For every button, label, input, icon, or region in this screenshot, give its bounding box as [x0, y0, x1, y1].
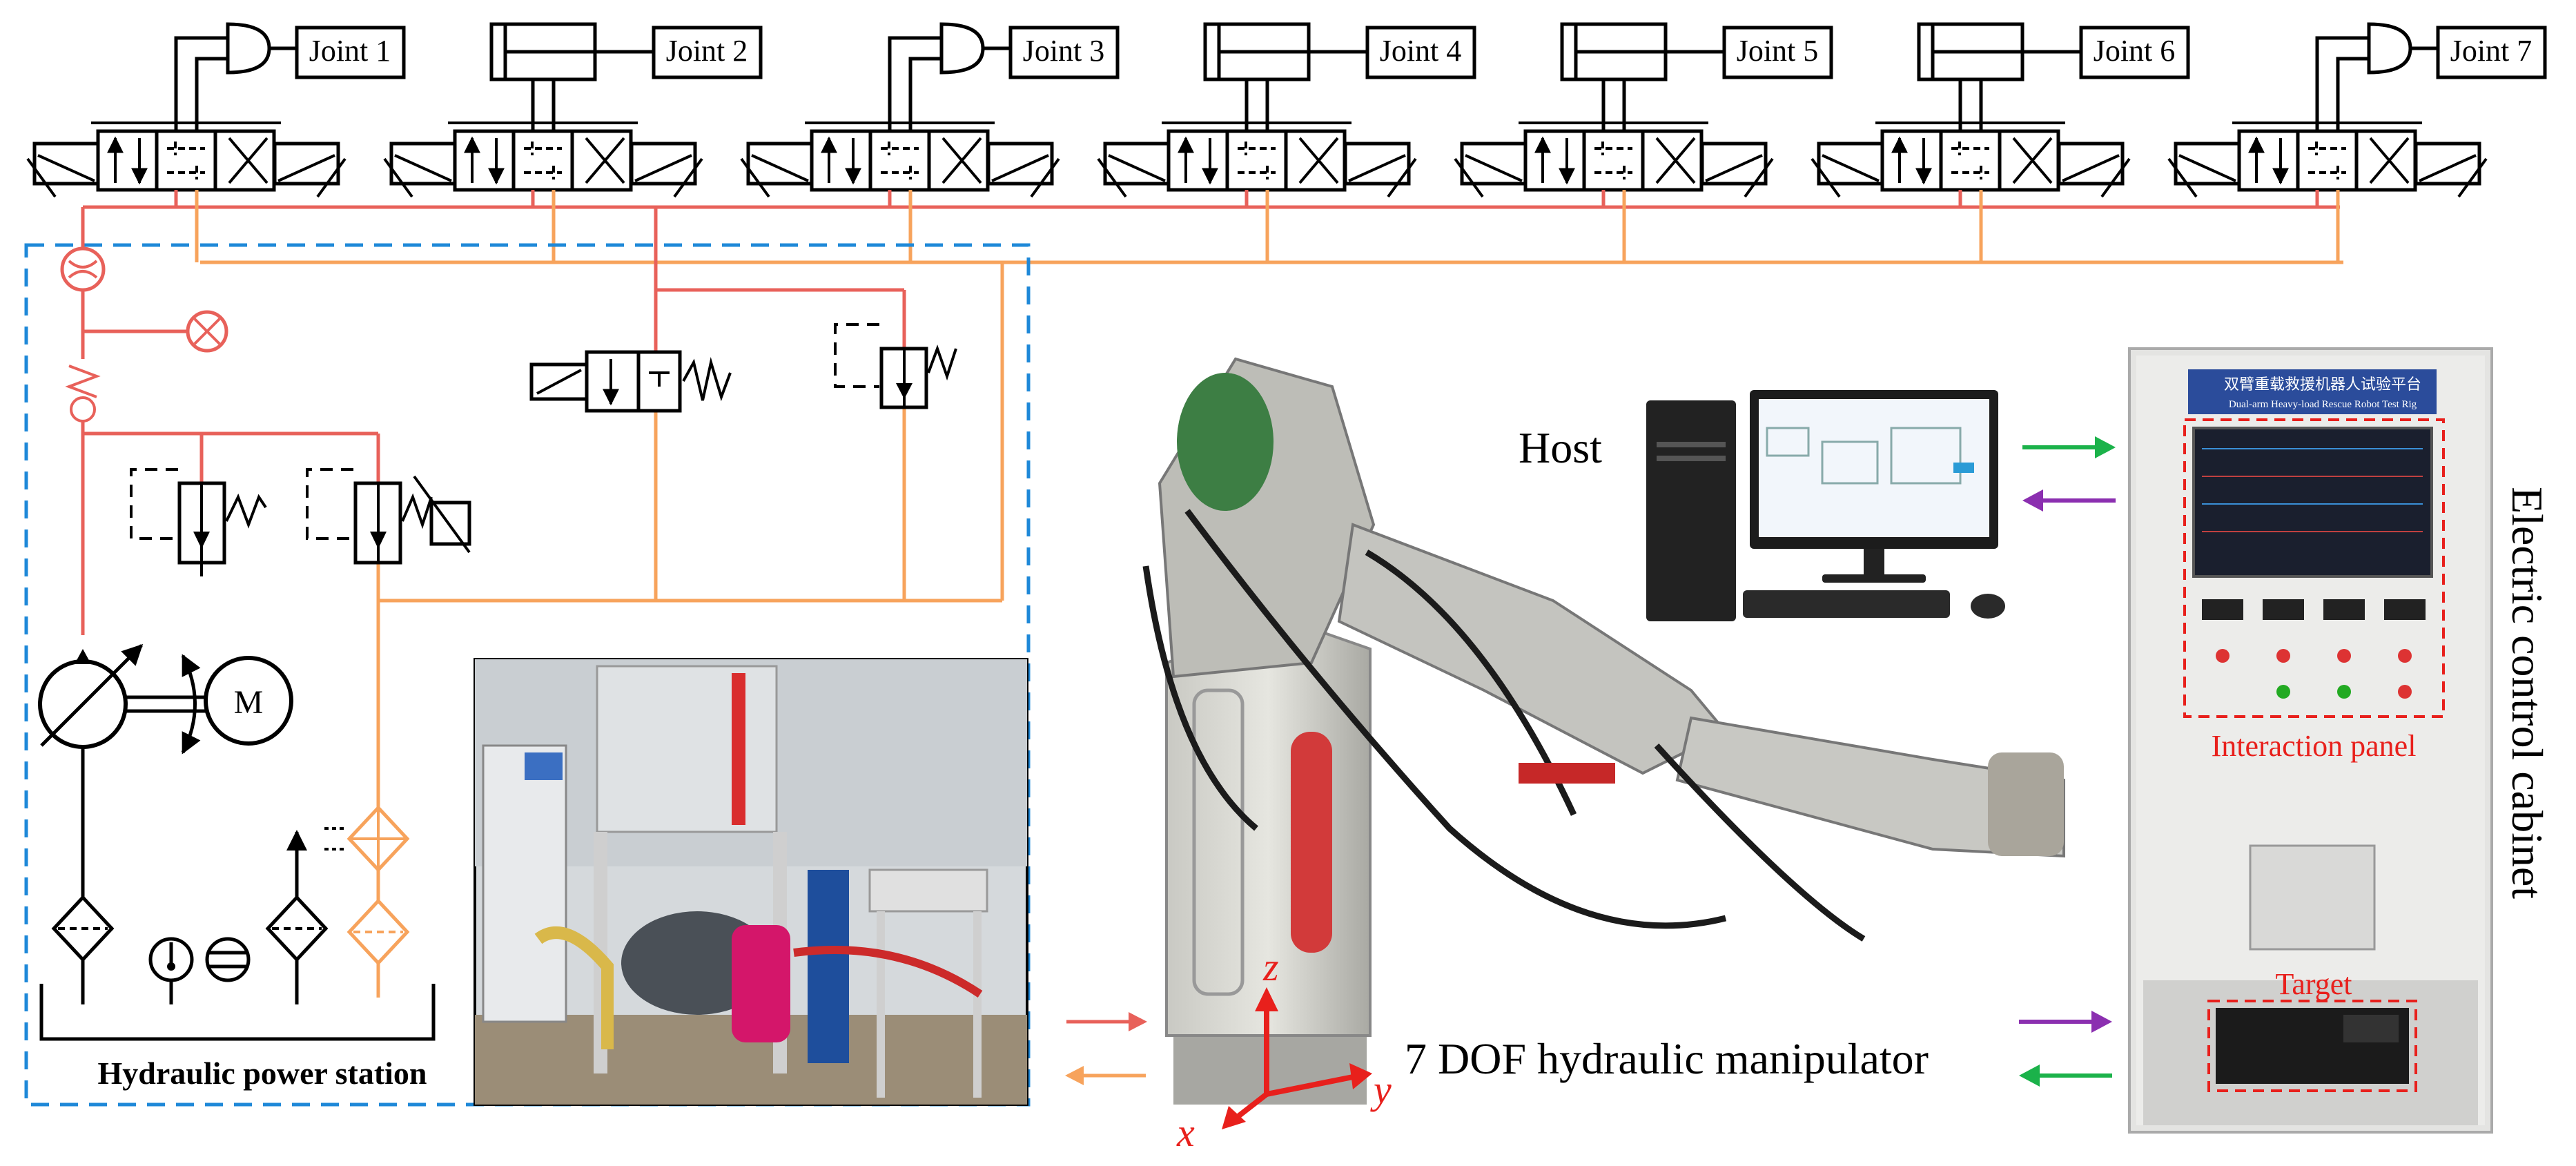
motor-label: M: [234, 684, 264, 721]
solenoid-valve-icon: [529, 350, 732, 413]
station-pressure-circuit: [81, 207, 906, 635]
joint-2-label-box: [652, 26, 763, 79]
relief-valve-icon-2: [834, 323, 957, 409]
directional-valve-row: Joint 1 Joint 2 Joint 3 Joint 4 Joint 5 Joint…: [26, 22, 2547, 198]
air-breather-icon: [265, 830, 329, 1004]
joint-5-valve-group: Joint 5: [1454, 22, 1833, 198]
axis-z-label: z: [1262, 944, 1279, 989]
level-gauge-icon: [205, 937, 251, 982]
joint-2-valve-group: Joint 2: [383, 22, 763, 198]
joint-3-valve-group: Joint 3: [740, 22, 1120, 198]
interaction-panel-box: [2183, 418, 2445, 718]
joint-6-label-box: [2079, 26, 2190, 79]
check-valve-icon: [65, 365, 101, 422]
joint-5-label: Joint 5: [1737, 34, 1819, 68]
joint-6-label: Joint 6: [2094, 34, 2176, 68]
relief-valve-icon: [130, 468, 267, 576]
cabinet-subheader-text: Dual-arm Heavy-load Rescue Robot Test Ri…: [2229, 399, 2417, 410]
tank-icon: [39, 984, 436, 1041]
return-filter-icon: [347, 898, 410, 966]
target-box: [2207, 1000, 2417, 1092]
host-to-cabinet-arrow: [2022, 436, 2116, 458]
motor-icon: M: [204, 656, 293, 746]
joint-3-label: Joint 3: [1023, 34, 1105, 68]
suction-filter-icon: [51, 895, 115, 1004]
joint-7-label: Joint 7: [2450, 34, 2533, 68]
power-station-photo: [474, 658, 1028, 1106]
joint-1-label: Joint 1: [309, 34, 391, 68]
proportional-relief-valve-icon: [306, 468, 471, 565]
station-to-manipulator-arrow: [1066, 1012, 1147, 1031]
cabinet-label: Electric control cabinet: [2503, 487, 2552, 899]
manipulator-to-station-arrow: [1065, 1066, 1146, 1085]
joint-3-label-box: [1008, 26, 1120, 79]
joint-6-valve-group: Joint 6: [1811, 22, 2190, 198]
axis-x-label: x: [1176, 1110, 1195, 1155]
joint-7-valve-group: Joint 7: [2167, 22, 2547, 198]
interaction-panel-label: Interaction panel: [2212, 729, 2417, 763]
manipulator-label: 7 DOF hydraulic manipulator: [1405, 1034, 1929, 1083]
joint-5-label-box: [1722, 26, 1833, 79]
thermometer-icon: [148, 937, 194, 1004]
joint-4-label-box: [1365, 26, 1476, 79]
joint-4-valve-group: Joint 4: [1097, 22, 1476, 198]
joint-7-label-box: [2436, 26, 2547, 79]
electric-control-cabinet: 双臂重载救援机器人试验平台 Dual-arm Heavy-load Rescue…: [2128, 347, 2493, 1134]
cooler-icon: [324, 805, 410, 873]
variable-pump-icon: [38, 643, 207, 918]
target-label: Target: [2276, 967, 2352, 1001]
cabinet-header-text: 双臂重载救援机器人试验平台: [2224, 376, 2421, 393]
joint-2-label: Joint 2: [666, 34, 748, 68]
pressure-gauge-icon: [186, 310, 228, 353]
axis-y-label: y: [1370, 1067, 1392, 1112]
coordinate-frame: z y x: [1176, 944, 1392, 1155]
host-computer-icon: [1646, 390, 2005, 621]
joint-1-label-box: [295, 26, 406, 79]
flow-meter-icon: [60, 246, 106, 292]
valve-port-connections: [174, 190, 2340, 262]
manipulator-to-cabinet-arrow: [2019, 1011, 2112, 1033]
joint-1-valve-group: Joint 1: [26, 22, 406, 198]
cabinet-to-host-arrow: [2022, 489, 2116, 512]
cabinet-to-manipulator-arrow: [2019, 1065, 2112, 1087]
host-label: Host: [1519, 423, 1602, 472]
joint-4-label: Joint 4: [1380, 34, 1462, 68]
power-station-label: Hydraulic power station: [97, 1056, 427, 1091]
